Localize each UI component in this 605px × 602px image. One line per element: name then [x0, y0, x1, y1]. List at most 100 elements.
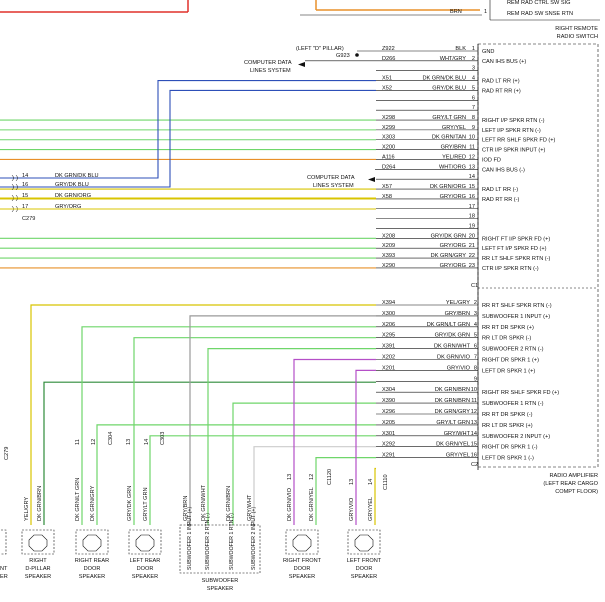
- c1-pin-17: 17: [469, 204, 475, 210]
- speaker-label-right_d_pillar: RIGHT: [29, 558, 47, 564]
- amp-label-1: RADIO AMPLIFIER: [550, 473, 599, 479]
- g923-label: G923: [336, 53, 350, 59]
- speaker-label-left_front_door: SPEAKER: [351, 574, 377, 580]
- left-pillar-label: (LEFT "D" PILLAR): [296, 46, 344, 52]
- blue-wire-x52: [0, 89, 376, 188]
- wire-rdp_a: [30, 304, 376, 525]
- rem-rad-snse-label: REM RAD SW SNSE RTN: [507, 11, 573, 17]
- left-pin-17: 17: [22, 204, 28, 210]
- c1-circuit-15: X57: [382, 184, 392, 190]
- left-color-15: DK GRN/ORG: [55, 193, 91, 199]
- c1-pin-16: 16: [469, 194, 475, 200]
- left-color-17: GRY/ORG: [55, 204, 81, 210]
- c2-pin-10: 10: [471, 387, 477, 393]
- c1-pin-8: 8: [472, 115, 475, 121]
- pin-number: 13: [126, 439, 132, 445]
- speaker-left_front_door: LEFT FRONT DOOR SPEAKER: [347, 529, 382, 580]
- c1-pin-11: 11: [469, 145, 475, 151]
- c2-pin-15: 15: [471, 442, 477, 448]
- cds-label-2a: COMPUTER DATA: [307, 175, 355, 181]
- c1-color-2: WHT/GRY: [440, 56, 467, 62]
- subwoofer-pin-label: SUBWOOFER 2 RTN (-): [205, 513, 211, 570]
- c1-pin-2: 2: [472, 56, 475, 62]
- rem-rad-ctrl-label: REM RAD CTRL SW SIG: [507, 0, 571, 6]
- wire-lrd_b: [149, 435, 376, 525]
- speaker-label-right_front_door: DOOR: [294, 566, 311, 572]
- c2-color-6: DK GRN/WHT: [434, 344, 471, 350]
- amp-label-2: (LEFT REAR CARGO: [543, 481, 598, 487]
- left-pin-16: 16: [22, 182, 28, 188]
- speaker-label-right_rear_door: SPEAKER: [79, 574, 105, 580]
- c2-pin-3: 3: [474, 311, 477, 317]
- c1-pin-22: 22: [469, 253, 475, 259]
- c2-color-3: GRY/BRN: [445, 311, 470, 317]
- c2-func-2: RR RT SHLF SPKR RTN (-): [482, 303, 552, 309]
- c1110-label: C1110: [383, 474, 389, 490]
- speaker-icon: [82, 534, 102, 552]
- c2-color-14: GRY/WHT: [444, 431, 471, 437]
- wire-rrd_a: [81, 326, 376, 525]
- speaker-icon: [292, 534, 312, 552]
- connector-mark: [11, 174, 18, 182]
- speaker-housing: [347, 529, 381, 555]
- c1120-label: C1120: [327, 469, 333, 485]
- c2-func-13: RR LT DR SPKR (+): [482, 423, 533, 429]
- c1-func-23: CTR I/P SPKR RTN (-): [482, 266, 539, 272]
- c1-circuit-16: X58: [382, 194, 392, 200]
- c2-color-4: DK GRN/LT GRN: [427, 322, 470, 328]
- c1-func-21: LEFT FT I/P SPKR FD (+): [482, 246, 547, 252]
- c2-pin-9: 9: [474, 376, 477, 382]
- c2-pin-14: 14: [471, 431, 477, 437]
- c2-pin-4: 4: [474, 322, 477, 328]
- c1-color-22: DK GRN/GRY: [431, 253, 467, 259]
- pin-number: 13: [349, 479, 355, 485]
- ground-dot: [355, 53, 359, 57]
- pin-number: 12: [309, 474, 315, 480]
- wire-label-sub_d: GRY/WHT: [247, 494, 253, 521]
- subwoofer-pin-label: SUBWOOFER 1 INPUT (+): [187, 507, 193, 570]
- top-pin-1: 1: [484, 9, 487, 15]
- wire-label-lrd_b: GRY/LT GRN: [143, 487, 149, 521]
- c2-func-8: LEFT DR SPKR 1 (+): [482, 368, 535, 374]
- speaker-label-left_front_door: LEFT FRONT: [347, 558, 382, 564]
- c2-func-15: RIGHT DR SPKR 1 (-): [482, 445, 538, 451]
- c2-circuit-6: X391: [382, 344, 395, 350]
- subwoofer-pin-label: SUBWOOFER 1 RTN (-): [229, 513, 235, 570]
- c1-func-22: RR LT SHLF SPKR RTN (-): [482, 256, 551, 262]
- c1-func-13: CAN IHS BUS (-): [482, 167, 525, 173]
- c1-color-4: DK GRN/DK BLU: [422, 76, 466, 82]
- speaker-partial-label-2: ER: [0, 574, 8, 580]
- wire-label-lrd_a: GRY/DK GRN: [127, 486, 133, 521]
- subwoofer-housing: [179, 524, 261, 574]
- c2-func-5: RR LT DR SPKR (-): [482, 336, 531, 342]
- speaker-label-left_front_door: DOOR: [356, 566, 373, 572]
- c304-label: C304: [108, 432, 114, 445]
- c2-pin-6: 6: [474, 344, 477, 350]
- c1-circuit-5: X52: [382, 85, 392, 91]
- pin-number: 13: [287, 474, 293, 480]
- c1-circuit-23: X290: [382, 263, 395, 269]
- c2-color-16: GRY/YEL: [446, 453, 470, 459]
- remote-switch-title1: RIGHT REMOTE: [555, 26, 598, 32]
- wire-label-lfd_b: GRY/YEL: [368, 497, 374, 521]
- left-color-14: DK GRN/DK BLU: [55, 173, 99, 179]
- left-color-16: GRY/DK BLU: [55, 182, 89, 188]
- c2-pin-2: 2: [474, 300, 477, 306]
- subwoofer-pin-label: SUBWOOFER 2 INPUT (+): [251, 507, 257, 570]
- top-section: REM RAD CTRL SW SIG BRN 1 REM RAD SW SNS…: [0, 0, 600, 40]
- connector-mark: [11, 183, 18, 191]
- speaker-label-right_rear_door: DOOR: [84, 566, 101, 572]
- wire-label-rfd_b: DK GRN/YEL: [309, 487, 315, 521]
- c2-circuit-2: X394: [382, 300, 395, 306]
- subwoofer-speaker: SUBWOOFER 1 INPUT (+) SUBWOOFER 2 RTN (-)…: [179, 507, 261, 592]
- c1-pin-5: 5: [472, 85, 475, 91]
- c1-color-11: GRY/BRN: [441, 145, 466, 151]
- c1-func-8: RIGHT I/P SPKR RTN (-): [482, 118, 545, 124]
- c1-pin-13: 13: [469, 164, 475, 170]
- c1-func-15: RAD LT RR (-): [482, 187, 518, 193]
- amplifier-connector: RADIO AMPLIFIER (LEFT REAR CARGO COMPT F…: [477, 43, 599, 495]
